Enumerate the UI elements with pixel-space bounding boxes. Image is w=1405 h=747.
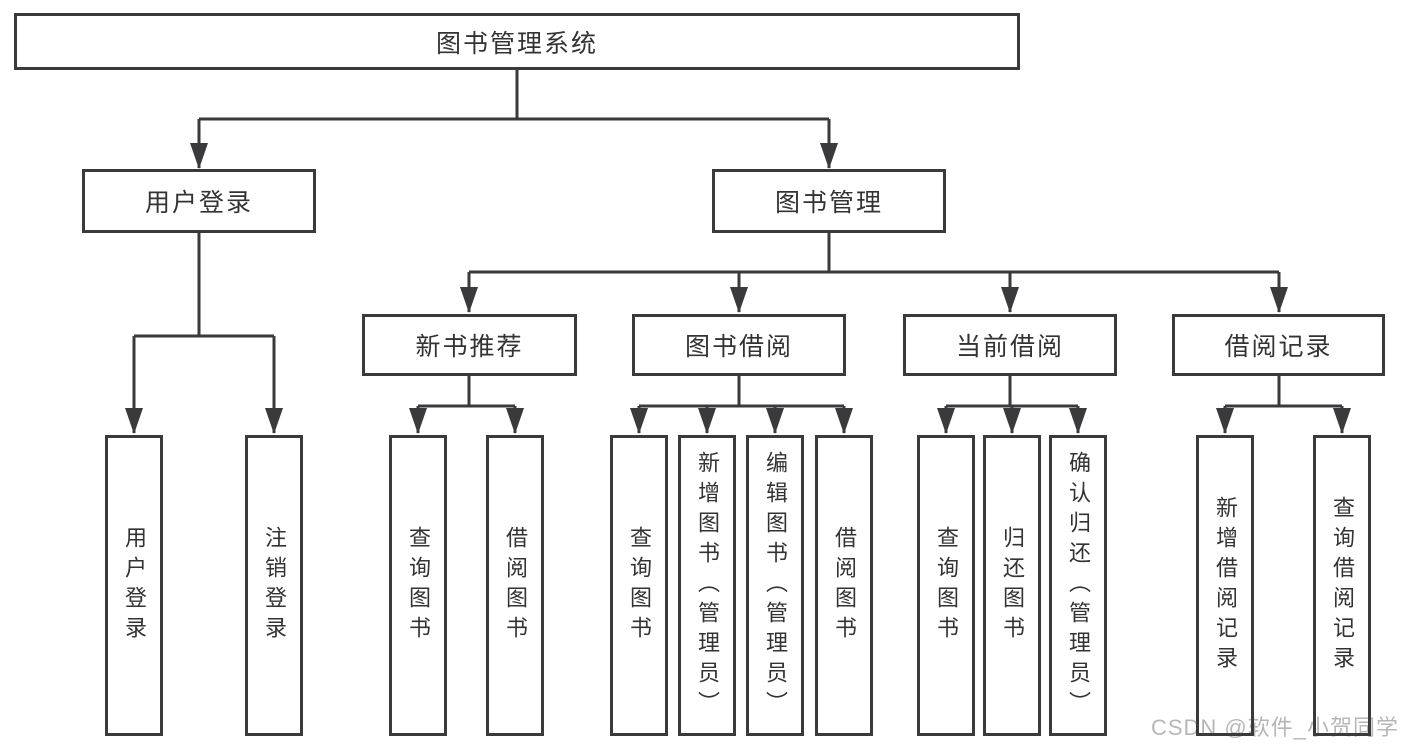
node-root: 图书管理系统 xyxy=(14,13,1020,70)
leaf-nbr-query-books-label: 查询图书 xyxy=(406,525,431,646)
leaf-br-query-record-label: 查询借阅记录 xyxy=(1330,495,1355,676)
node-borrowing-records: 借阅记录 xyxy=(1172,314,1385,376)
leaf-nbr-query-books: 查询图书 xyxy=(389,435,447,736)
node-new-book-recommend: 新书推荐 xyxy=(362,314,577,376)
leaf-bb-query-books-label: 查询图书 xyxy=(627,525,652,646)
leaf-br-add-record: 新增借阅记录 xyxy=(1196,435,1254,736)
leaf-nbr-borrow-books-label: 借阅图书 xyxy=(503,525,528,646)
leaf-bb-borrow-books-label: 借阅图书 xyxy=(832,525,857,646)
node-user-login-label: 用户登录 xyxy=(144,189,253,217)
node-new-book-recommend-label: 新书推荐 xyxy=(415,333,524,361)
leaf-logout: 注销登录 xyxy=(245,435,303,736)
node-current-borrowing-label: 当前借阅 xyxy=(955,333,1064,361)
leaf-cb-query-books-label: 查询图书 xyxy=(934,525,959,646)
node-current-borrowing: 当前借阅 xyxy=(903,314,1117,376)
leaf-cb-confirm-return-admin-label: 确认归还（管理员） xyxy=(1066,450,1091,721)
leaf-cb-return-books: 归还图书 xyxy=(983,435,1041,736)
node-borrowing-records-label: 借阅记录 xyxy=(1224,333,1333,361)
node-book-borrowing: 图书借阅 xyxy=(632,314,846,376)
leaf-user-login-label: 用户登录 xyxy=(122,525,147,646)
leaf-bb-borrow-books: 借阅图书 xyxy=(815,435,873,736)
node-book-management-label: 图书管理 xyxy=(774,189,883,217)
leaf-cb-query-books: 查询图书 xyxy=(917,435,975,736)
leaf-bb-add-books-admin-label: 新增图书（管理员） xyxy=(695,450,720,721)
leaf-cb-return-books-label: 归还图书 xyxy=(1000,525,1025,646)
node-root-label: 图书管理系统 xyxy=(435,29,598,58)
node-book-borrowing-label: 图书借阅 xyxy=(684,333,793,361)
leaf-cb-confirm-return-admin: 确认归还（管理员） xyxy=(1049,435,1107,736)
leaf-br-query-record: 查询借阅记录 xyxy=(1313,435,1371,736)
leaf-logout-label: 注销登录 xyxy=(262,525,287,646)
csdn-watermark: CSDN @软件_小贺同学 xyxy=(1150,715,1399,740)
leaf-bb-add-books-admin: 新增图书（管理员） xyxy=(678,435,736,736)
leaf-bb-edit-books-admin-label: 编辑图书（管理员） xyxy=(763,450,788,721)
node-book-management: 图书管理 xyxy=(712,169,946,233)
node-user-login: 用户登录 xyxy=(82,169,316,233)
leaf-nbr-borrow-books: 借阅图书 xyxy=(486,435,544,736)
leaf-bb-query-books: 查询图书 xyxy=(610,435,668,736)
leaf-user-login: 用户登录 xyxy=(105,435,163,736)
leaf-bb-edit-books-admin: 编辑图书（管理员） xyxy=(746,435,804,736)
leaf-br-add-record-label: 新增借阅记录 xyxy=(1213,495,1238,676)
